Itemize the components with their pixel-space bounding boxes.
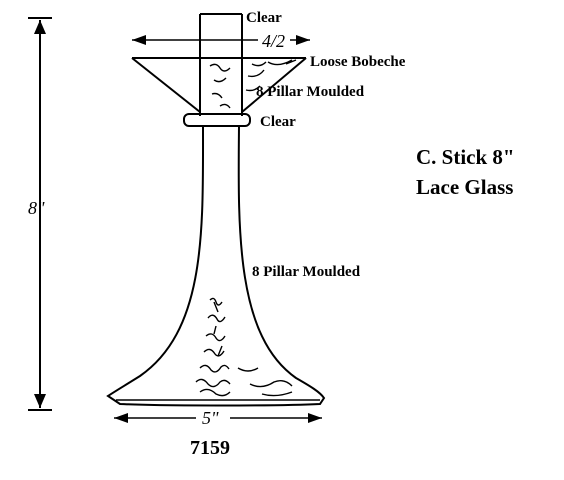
title-line-2: Lace Glass	[416, 175, 513, 199]
label-pillar-moulded-top: 8 Pillar Moulded	[256, 84, 365, 100]
base-width-label: 5"	[202, 408, 219, 428]
height-dimension-label: 8"	[28, 198, 45, 218]
label-clear-top: Clear	[246, 10, 282, 26]
socket-width-label: 4/2	[262, 31, 285, 51]
pattern-number: 7159	[190, 437, 230, 459]
candle-socket	[199, 13, 243, 116]
label-clear-mid: Clear	[260, 114, 296, 130]
candlestick-stem	[106, 125, 326, 407]
title-line-1: C. Stick 8"	[416, 145, 515, 169]
socket-width-dimension: 4/2	[132, 30, 310, 51]
loose-bobeche	[131, 57, 307, 113]
height-dimension: 8"	[28, 17, 52, 411]
base-width-dimension: 5"	[114, 408, 322, 428]
collar-ring	[183, 113, 251, 127]
label-loose-bobeche: Loose Bobeche	[310, 54, 406, 70]
label-pillar-moulded-base: 8 Pillar Moulded	[252, 264, 361, 280]
